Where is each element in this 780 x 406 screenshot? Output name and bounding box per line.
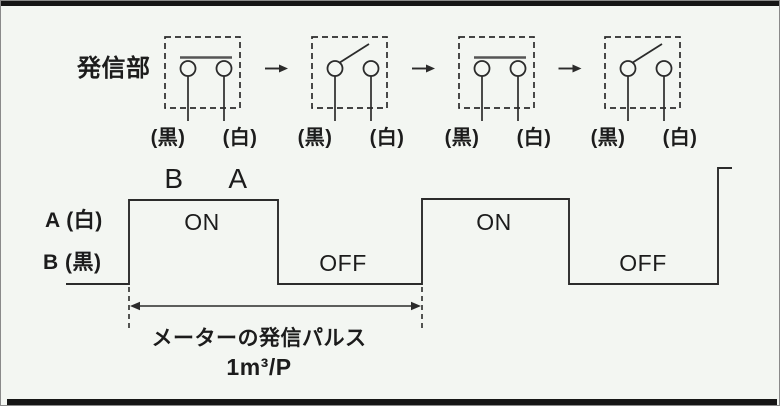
terminal-label-black-3: (黒) [444, 127, 480, 149]
switch-unit-3 [458, 36, 535, 121]
waveform-off-label-2: OFF [619, 250, 667, 276]
contact-terminal-icon [215, 60, 233, 77]
wire-label-a: A [228, 163, 248, 194]
pulse-width-arrow-icon [130, 301, 421, 311]
pulse-caption: メーターの発信パルス [151, 327, 367, 350]
pulse-waveform [66, 167, 732, 285]
waveform-label-a-white: A (白) [45, 209, 103, 232]
bottom-rule [7, 399, 777, 405]
terminal-label-white-2: (白) [369, 127, 405, 149]
terminal-label-white-3: (白) [516, 127, 552, 149]
contact-terminal-icon [179, 60, 197, 77]
contact-terminal-icon [509, 60, 527, 77]
top-rule [1, 1, 779, 6]
switch-open-arm-icon [631, 43, 663, 64]
terminal-label-white-4: (白) [662, 127, 698, 149]
terminal-label-black-2: (黒) [297, 127, 333, 149]
waveform-on-label-1: ON [184, 209, 220, 235]
sequence-arrow-icon-2 [412, 64, 435, 73]
contact-terminal-icon [655, 60, 673, 77]
waveform-off-label-1: OFF [319, 250, 367, 276]
waveform-on-label-2: ON [476, 209, 512, 235]
terminal-label-black-4: (黒) [590, 127, 626, 149]
terminal-label-black-1: (黒) [150, 127, 186, 149]
wire-label-b: B [164, 163, 184, 194]
sequence-arrow-icon-3 [558, 64, 582, 73]
pulse-rate: 1m³/P [226, 354, 292, 380]
terminal-label-white-1: (白) [222, 127, 258, 149]
waveform-label-b-black: B (黒) [43, 251, 102, 274]
switch-unit-1 [164, 36, 241, 121]
switch-unit-4 [604, 36, 681, 121]
contact-terminal-icon [473, 60, 491, 77]
sequence-arrow-icon-1 [265, 64, 288, 73]
switch-open-arm-icon [338, 43, 370, 64]
contact-terminal-icon [362, 60, 380, 77]
switch-unit-2 [311, 36, 388, 121]
transmitter-label: 発信部 [77, 55, 151, 82]
